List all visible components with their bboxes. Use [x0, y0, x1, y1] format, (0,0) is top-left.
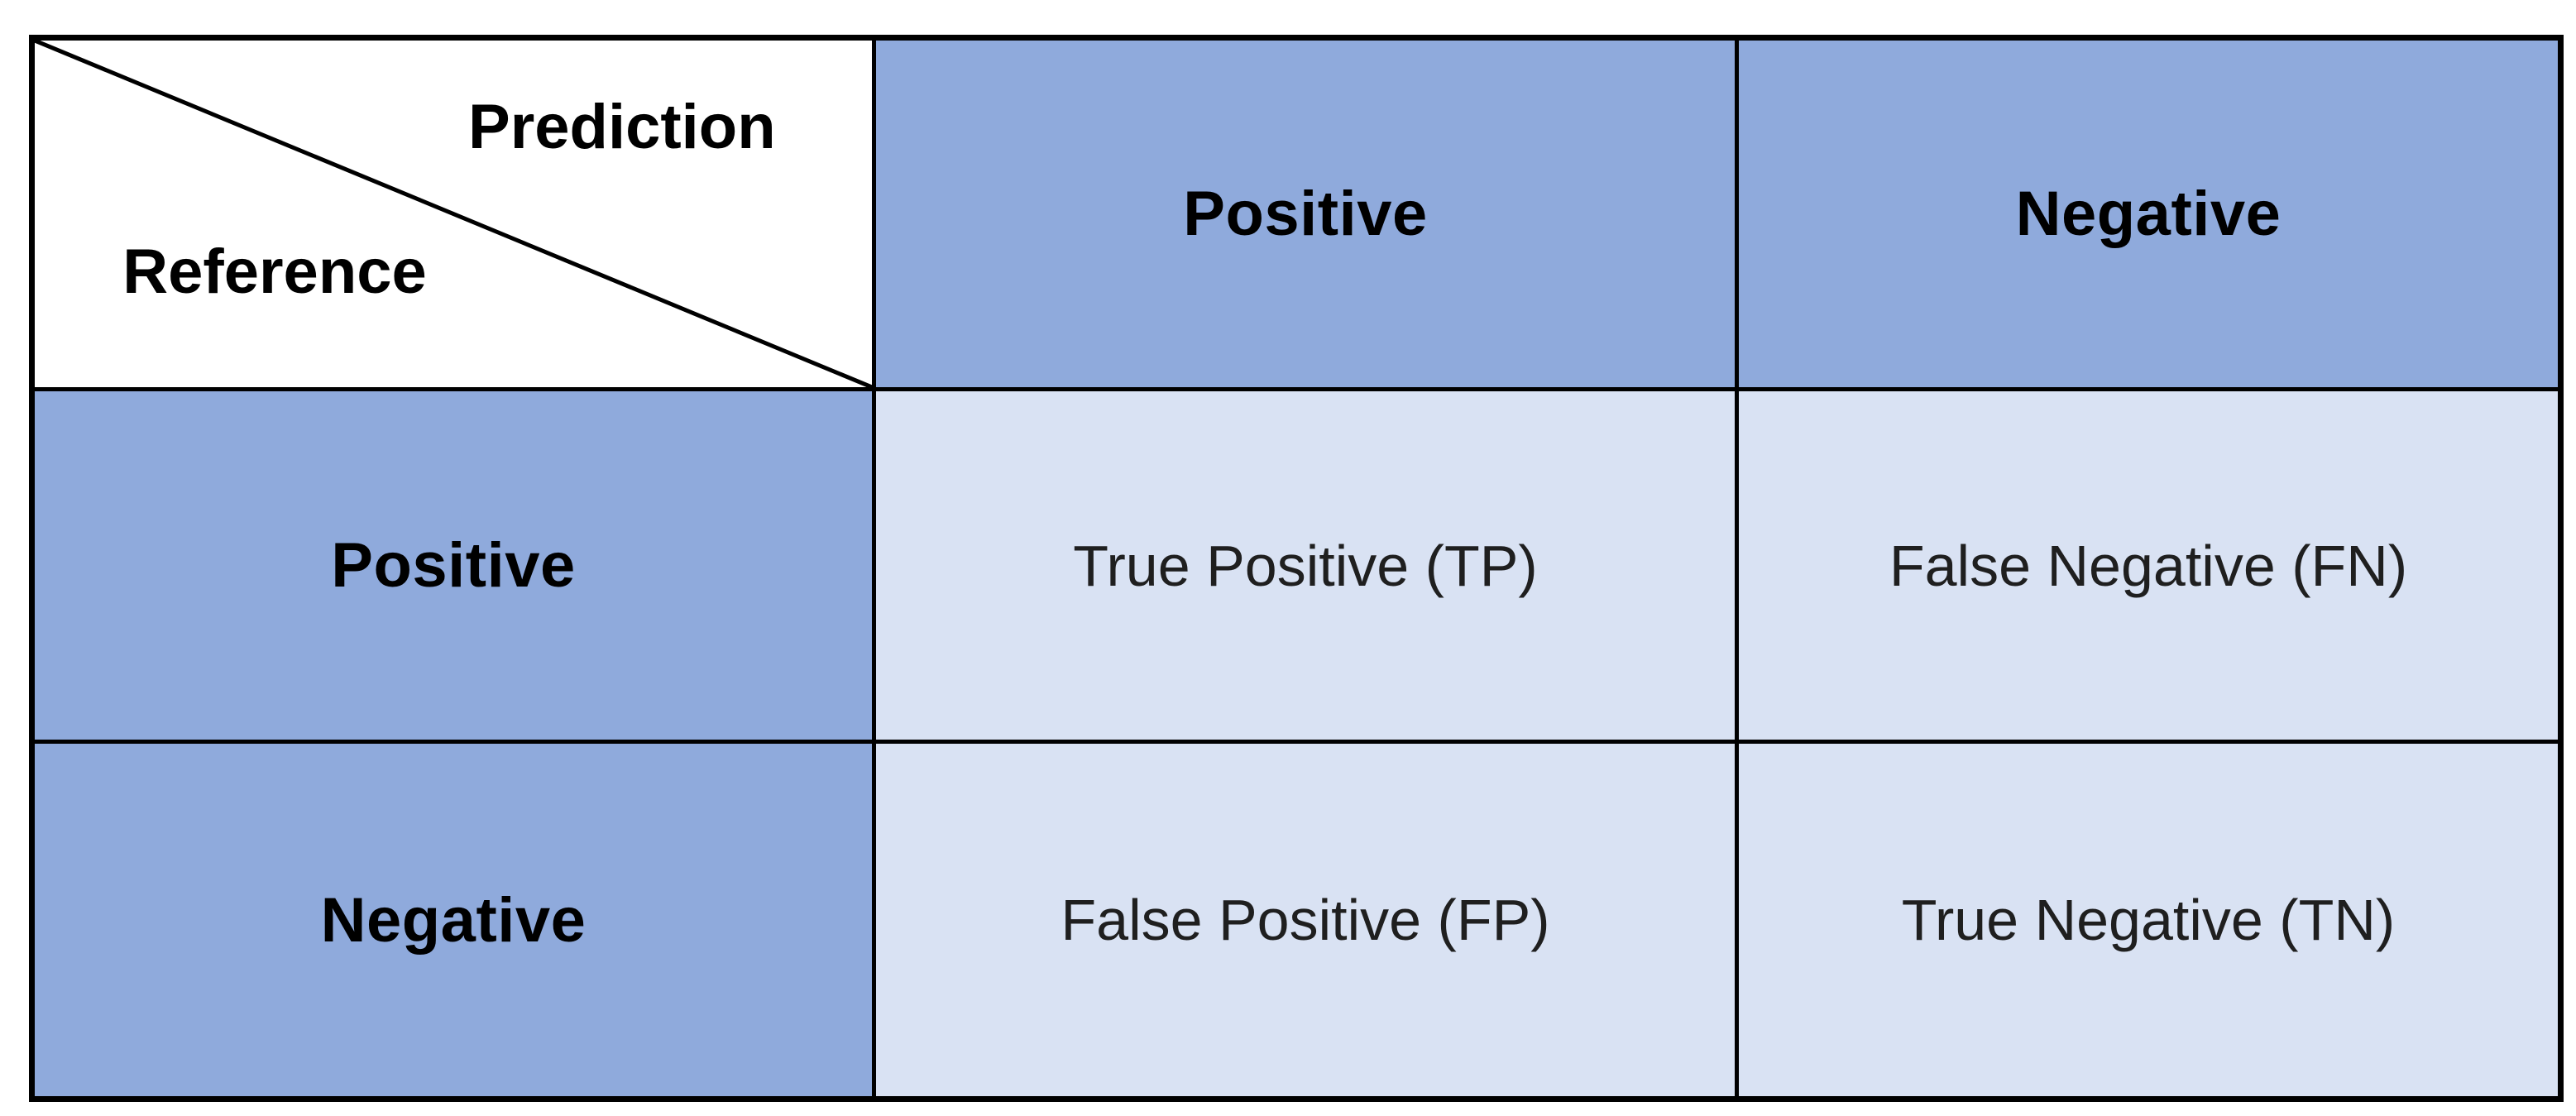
corner-cell: Prediction Reference — [30, 36, 876, 391]
column-header-negative: Negative — [1735, 36, 2563, 391]
confusion-matrix-table: Prediction Reference Positive Negative P… — [29, 35, 2564, 1102]
prediction-axis-label: Prediction — [468, 92, 776, 163]
table-row: Positive True Positive (TP) False Negati… — [30, 387, 2563, 744]
diagonal-divider-line — [35, 41, 872, 387]
column-header-positive: Positive — [872, 36, 1739, 391]
cell-true-negative: True Negative (TN) — [1735, 740, 2563, 1101]
confusion-matrix-figure: Prediction Reference Positive Negative P… — [29, 35, 2564, 1102]
row-header-negative: Negative — [30, 740, 876, 1101]
table-row: Negative False Positive (FP) True Negati… — [30, 740, 2563, 1101]
reference-axis-label: Reference — [122, 237, 427, 308]
cell-false-positive: False Positive (FP) — [872, 740, 1739, 1101]
cell-true-positive: True Positive (TP) — [872, 387, 1739, 744]
row-header-positive: Positive — [30, 387, 876, 744]
cell-false-negative: False Negative (FN) — [1735, 387, 2563, 744]
